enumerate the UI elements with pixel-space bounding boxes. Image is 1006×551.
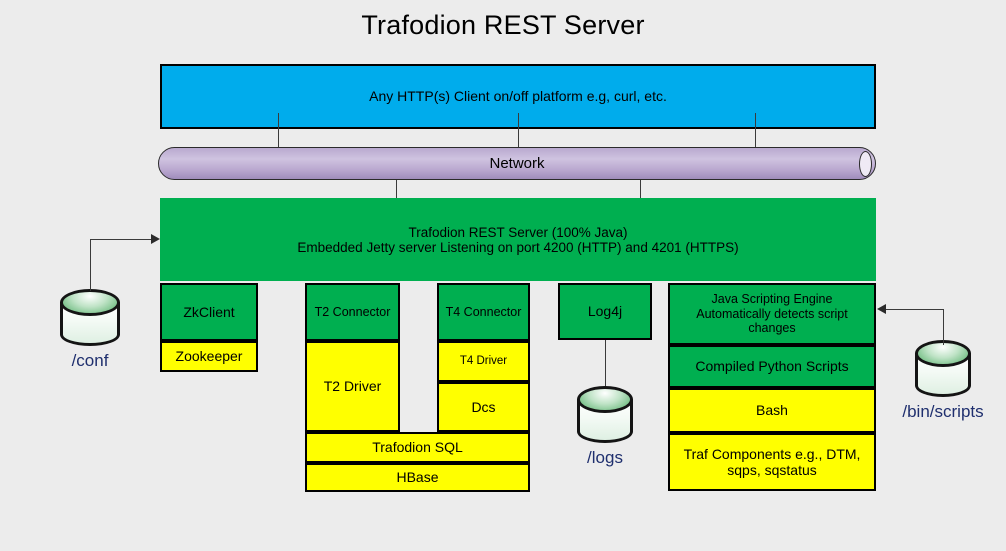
bin-scripts-arrow-horizontal (886, 309, 944, 310)
t4-connector-label: T4 Connector (445, 304, 522, 319)
conf-label: /conf (71, 351, 109, 370)
t4-driver-label: T4 Driver (459, 354, 508, 367)
dcs-box: Dcs (437, 382, 530, 432)
bash-label: Bash (756, 402, 788, 419)
zkclient-box: ZkClient (160, 283, 258, 341)
network-label: Network (489, 155, 545, 172)
page-title: Trafodion REST Server (361, 10, 645, 40)
t4-connector-box: T4 Connector (437, 283, 530, 341)
rest-server-panel: Trafodion REST Server (100% Java) Embedd… (160, 198, 876, 281)
t4-driver-box: T4 Driver (437, 341, 530, 382)
zkclient-label: ZkClient (183, 303, 235, 320)
http-client-label: Any HTTP(s) Client on/off platform e.g, … (369, 88, 667, 105)
log4j-label: Log4j (587, 303, 623, 320)
database-top-icon (577, 386, 633, 413)
bin-scripts-arrow-vertical (943, 309, 944, 345)
database-top-icon (60, 289, 120, 316)
trafodion-sql-box: Trafodion SQL (305, 432, 530, 463)
rest-server-line1: Trafodion REST Server (100% Java) (408, 224, 628, 240)
network-end-cap-icon (859, 150, 872, 177)
compiled-python-scripts-box: Compiled Python Scripts (668, 345, 876, 388)
connector-network-server-1 (396, 180, 397, 200)
bash-box: Bash (668, 388, 876, 433)
t2-driver-label: T2 Driver (323, 378, 382, 395)
t2-connector-box: T2 Connector (305, 283, 400, 341)
bin-scripts-datastore: /bin/scripts (902, 340, 984, 421)
log4j-box: Log4j (558, 283, 652, 340)
connector-log4j-logs (605, 340, 606, 386)
bin-scripts-arrowhead-icon (877, 304, 886, 314)
logs-label: /logs (587, 448, 623, 467)
conf-arrowhead-icon (151, 234, 160, 244)
network-bar: Network (158, 147, 876, 180)
hbase-label: HBase (396, 469, 439, 486)
zookeeper-label: Zookeeper (175, 348, 243, 365)
traf-components-box: Traf Components e.g., DTM, sqps, sqstatu… (668, 433, 876, 491)
conf-arrow-vertical (90, 239, 91, 291)
java-scripting-engine-label: Java Scripting Engine Automatically dete… (696, 292, 848, 336)
compiled-python-scripts-label: Compiled Python Scripts (695, 358, 849, 375)
zookeeper-box: Zookeeper (160, 341, 258, 372)
bin-scripts-label: /bin/scripts (902, 402, 984, 421)
network-tube (158, 147, 876, 180)
rest-server-text: Trafodion REST Server (100% Java) Embedd… (160, 198, 876, 281)
traf-components-label: Traf Components e.g., DTM, sqps, sqstatu… (683, 445, 861, 478)
connector-client-network-3 (755, 113, 756, 149)
t2-driver-box: T2 Driver (305, 341, 400, 432)
conf-datastore: /conf (60, 289, 120, 370)
hbase-box: HBase (305, 463, 530, 492)
logs-datastore: /logs (577, 386, 633, 467)
trafodion-sql-label: Trafodion SQL (372, 439, 463, 456)
connector-client-network-1 (278, 113, 279, 149)
java-scripting-engine-box: Java Scripting Engine Automatically dete… (668, 283, 876, 345)
rest-server-line2: Embedded Jetty server Listening on port … (297, 239, 739, 255)
connector-client-network-2 (518, 113, 519, 149)
dcs-label: Dcs (471, 398, 496, 415)
conf-arrow-horizontal (90, 239, 152, 240)
connector-network-server-2 (640, 180, 641, 200)
t2-connector-label: T2 Connector (314, 304, 391, 319)
